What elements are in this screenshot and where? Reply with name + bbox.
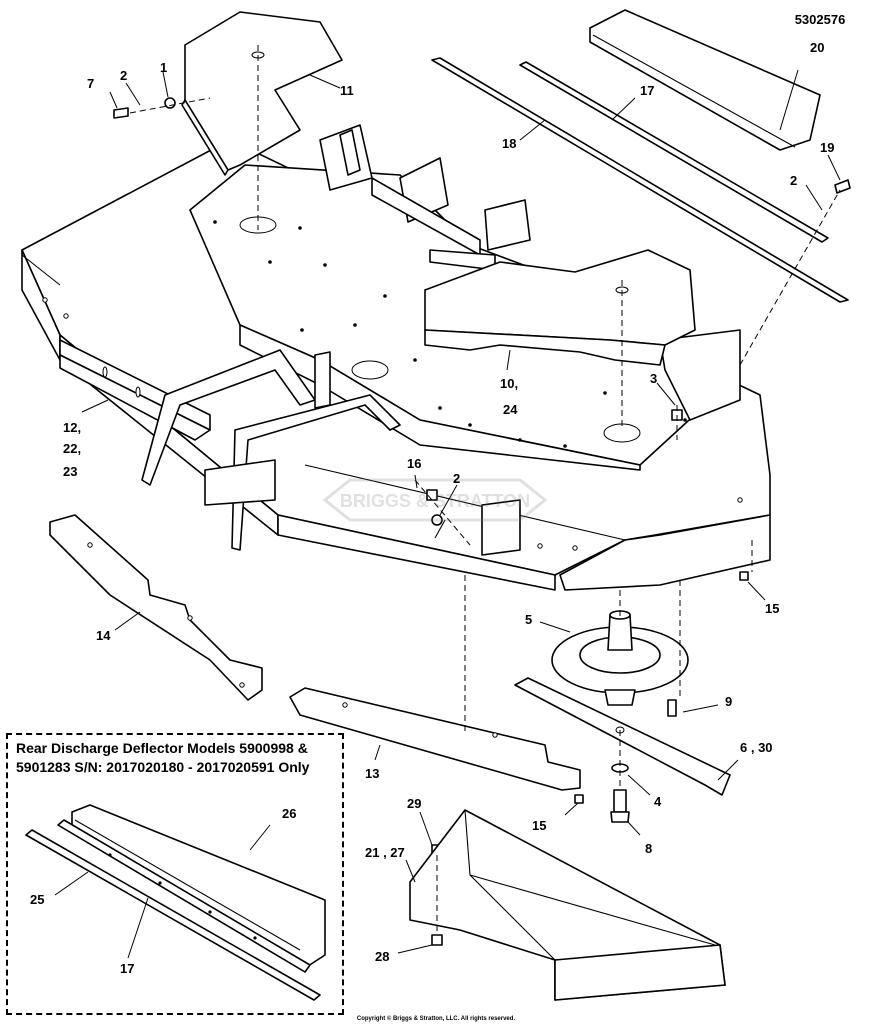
callout-4: 4 <box>654 794 662 809</box>
callout-19: 19 <box>820 140 834 155</box>
callout-6-30: 6 , 30 <box>740 740 773 755</box>
inset-title-line-1: Rear Discharge Deflector Models 5900998 … <box>16 740 308 756</box>
inset-title: Rear Discharge Deflector Models 5900998 … <box>16 740 310 775</box>
deck-brackets <box>141 124 741 556</box>
brand-watermark: BRIGGS & STRATTON <box>322 478 548 522</box>
inset-strip-part-17 <box>57 819 311 973</box>
callout-24: 24 <box>503 402 518 417</box>
copyright-notice: Copyright © Briggs & Stratton, LLC. All … <box>357 1015 516 1022</box>
callout-8: 8 <box>645 841 652 856</box>
callout-2: 2 <box>453 471 460 486</box>
callout-7: 7 <box>87 76 94 91</box>
deflector-strip-part-17 <box>519 61 829 243</box>
callout-22: 22, <box>63 441 81 456</box>
callout-17: 17 <box>120 961 134 976</box>
callout-2: 2 <box>790 173 797 188</box>
callout-25: 25 <box>30 892 44 907</box>
inset-leaders <box>54 824 271 959</box>
part-number-label: 5302576 <box>795 12 846 27</box>
callouts: 5302576 7 2 1 11 20 17 18 19 2 3 10, 24 … <box>30 12 845 976</box>
callout-9: 9 <box>725 694 732 709</box>
front-skirt-part-13 <box>289 687 581 791</box>
callout-23: 23 <box>63 464 77 479</box>
callout-11: 11 <box>340 83 354 98</box>
callout-29: 29 <box>407 796 421 811</box>
upper-cover-part-11 <box>181 11 343 176</box>
rear-deflector-part-20 <box>589 9 821 151</box>
callout-2: 2 <box>120 68 127 83</box>
callout-17: 17 <box>640 83 654 98</box>
spindle-assembly-part-5 <box>551 610 689 706</box>
inset-frame <box>6 733 344 1015</box>
discharge-chute-part-21-27 <box>409 809 726 1001</box>
leader-lines <box>81 69 841 954</box>
inset-strip-part-25 <box>25 829 321 1001</box>
deflector-strip-part-18 <box>431 57 849 303</box>
callout-10: 10, <box>500 376 518 391</box>
callout-14: 14 <box>96 628 111 643</box>
callout-18: 18 <box>502 136 516 151</box>
callout-28: 28 <box>375 949 389 964</box>
deck-cover-part-10-24 <box>424 249 696 366</box>
callout-3: 3 <box>650 371 657 386</box>
assembly-lines <box>129 45 841 935</box>
hardware <box>113 97 851 946</box>
watermark-text: BRIGGS & STRATTON <box>340 491 530 511</box>
callout-15: 15 <box>765 601 779 616</box>
side-skirt-part-14 <box>49 514 263 701</box>
callout-16: 16 <box>407 456 421 471</box>
callout-5: 5 <box>525 612 532 627</box>
callout-15: 15 <box>532 818 546 833</box>
callout-21-27: 21 , 27 <box>365 845 405 860</box>
callout-12: 12, <box>63 420 81 435</box>
inset-title-line-2: 5901283 S/N: 2017020180 - 2017020591 Onl… <box>16 759 310 775</box>
callout-13: 13 <box>365 766 379 781</box>
callout-20: 20 <box>810 40 824 55</box>
blade-part-6-30 <box>514 677 731 796</box>
callout-1: 1 <box>160 60 167 75</box>
callout-26: 26 <box>282 806 296 821</box>
